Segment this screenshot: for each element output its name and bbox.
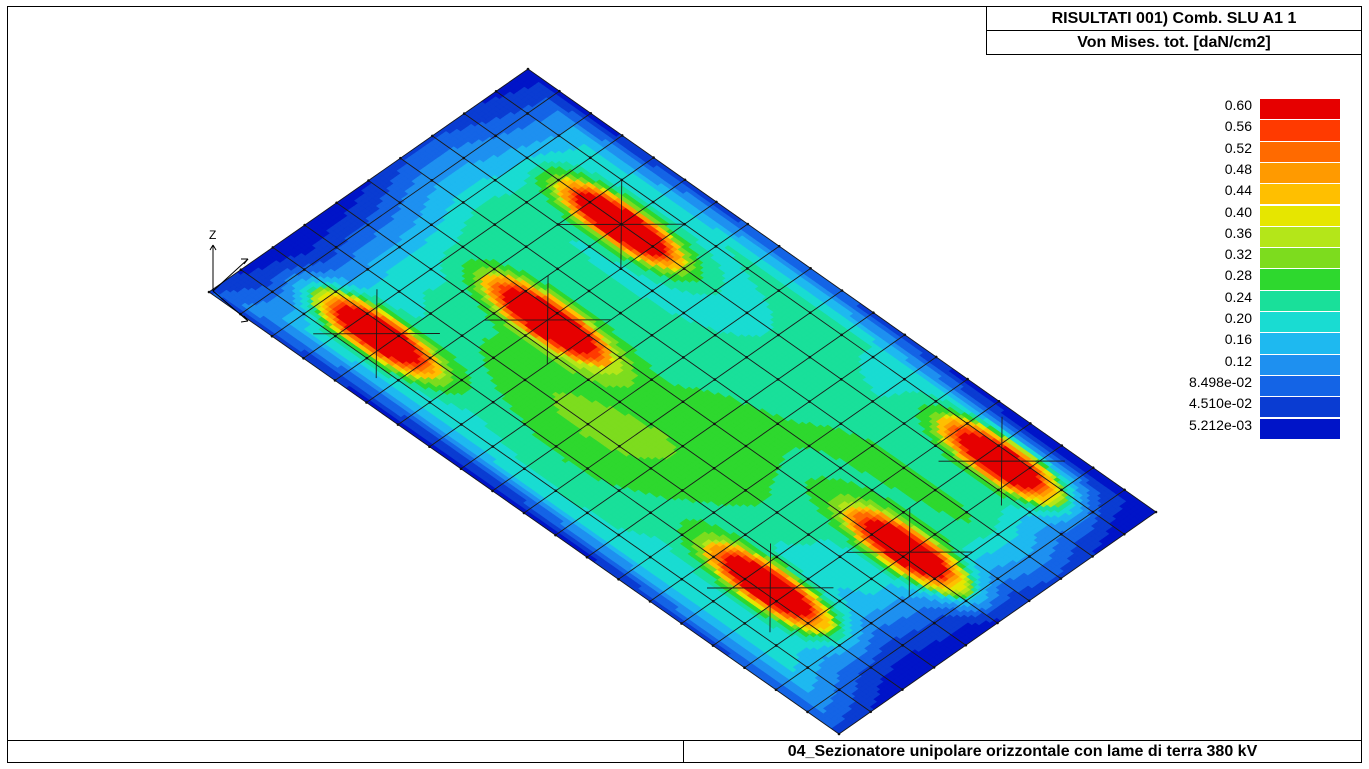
results-title: RISULTATI 001) Comb. SLU A1 1 <box>986 7 1361 31</box>
legend-label: 0.32 <box>1224 246 1252 263</box>
legend-swatch <box>1260 162 1340 185</box>
legend-swatch <box>1260 290 1340 312</box>
legend-swatch <box>1260 375 1340 398</box>
legend-label: 0.12 <box>1224 352 1252 369</box>
legend-swatch <box>1260 354 1340 376</box>
legend-label: 0.56 <box>1224 118 1252 135</box>
legend-swatch <box>1260 312 1340 334</box>
plot-frame: Z RISULTATI 001) Comb. SLU A1 1 Von Mise… <box>7 6 1362 763</box>
legend-swatch <box>1260 99 1340 121</box>
quantity-title: Von Mises. tot. [daN/cm2] <box>986 31 1361 55</box>
legend-swatch <box>1260 205 1340 227</box>
legend-label: 0.16 <box>1224 331 1252 348</box>
legend-swatch <box>1260 269 1340 291</box>
project-title: 04_Sezionatore unipolare orizzontale con… <box>683 740 1361 762</box>
legend-label: 0.60 <box>1224 97 1252 113</box>
fe-mesh <box>207 67 1158 736</box>
legend-label: 0.40 <box>1224 203 1252 220</box>
legend-label: 0.28 <box>1224 267 1252 284</box>
legend-label: 0.44 <box>1224 182 1252 199</box>
legend-swatch <box>1260 141 1340 163</box>
legend-label: 0.36 <box>1224 224 1252 241</box>
footer-left-cell <box>8 740 683 762</box>
legend-label: 0.20 <box>1224 310 1252 326</box>
legend-swatch <box>1260 184 1340 206</box>
legend-swatch <box>1260 333 1340 355</box>
legend-swatch <box>1260 120 1340 142</box>
legend-swatch <box>1260 397 1340 419</box>
legend-swatch <box>1260 418 1340 440</box>
legend-label: 0.24 <box>1224 288 1252 305</box>
fem-contour-plot: Z <box>207 67 1158 736</box>
legend-label: 4.510e-02 <box>1188 395 1252 412</box>
legend-label: 0.48 <box>1224 160 1252 177</box>
z-axis-label: Z <box>209 228 216 242</box>
axis-triad-icon <box>209 244 249 323</box>
legend-label: 0.52 <box>1224 139 1252 156</box>
legend-label: 5.212e-03 <box>1188 416 1252 433</box>
legend-swatch <box>1260 248 1340 270</box>
legend-label: 8.498e-02 <box>1188 373 1252 390</box>
legend-swatch <box>1260 226 1340 249</box>
